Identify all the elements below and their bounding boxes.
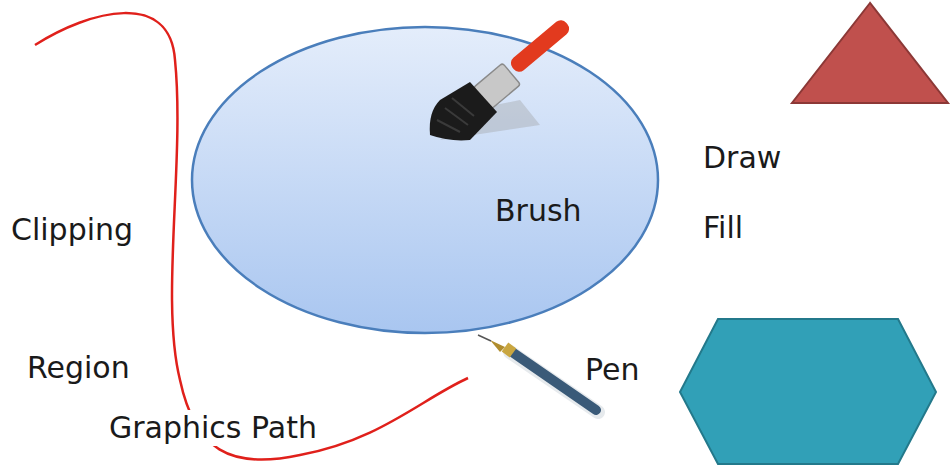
- node-label: Brush: [495, 193, 582, 229]
- free-label: Clipping: [8, 212, 136, 248]
- ellipse-node: Brush: [190, 25, 660, 335]
- red-triangle: [792, 3, 948, 103]
- ellipse-outline: [190, 25, 660, 335]
- free-label: Fill: [700, 210, 746, 246]
- pen-icon: [478, 335, 598, 412]
- free-label: Graphics Path: [106, 410, 320, 446]
- free-label: Draw: [700, 140, 784, 176]
- brush-icon: [430, 17, 572, 140]
- free-label: Pen: [582, 352, 643, 388]
- free-label: Region: [24, 350, 133, 386]
- teal-hexagon: [680, 319, 936, 464]
